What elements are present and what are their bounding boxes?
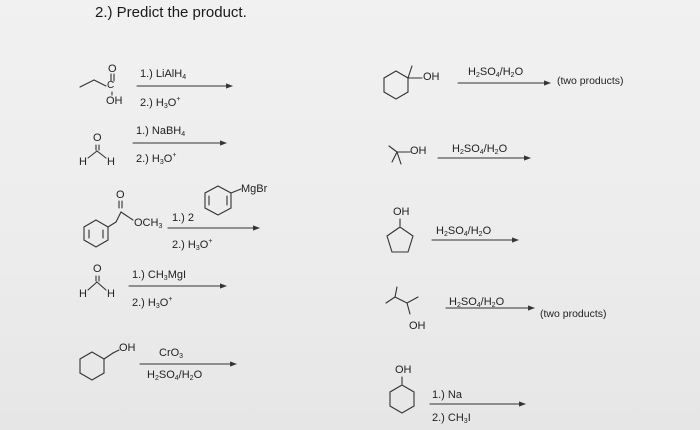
r6-two-products-note: (two products) xyxy=(557,75,624,87)
r6-reagent: H2SO4/H2O xyxy=(468,66,524,80)
r9-reagent: H2SO4/H2O xyxy=(449,296,505,310)
question-title: 2.) Predict the product. xyxy=(95,4,247,21)
r2-step2: 2.) H3O+ xyxy=(136,152,177,166)
r5-reagent-top: CrO3 xyxy=(159,347,184,361)
r7-hydroxyl-oh: OH xyxy=(410,145,427,157)
r3-grignard-label: MgBr xyxy=(241,183,268,195)
r7-reagent: H2SO4/H2O xyxy=(452,143,508,157)
cyclohexanol-structure xyxy=(389,376,415,414)
r5-hydroxyl-oh: OH xyxy=(119,342,136,354)
propanoic-acid-structure xyxy=(79,73,115,96)
phenylmagnesium-bromide-structure xyxy=(204,185,242,216)
r10-step2: 2.) CH3I xyxy=(432,412,471,426)
r3-carbonyl-o: O xyxy=(116,189,125,201)
r1-hydroxyl-oh: OH xyxy=(106,95,123,107)
r1-carbon-c: C xyxy=(107,80,115,91)
r6-hydroxyl-oh: OH xyxy=(423,71,440,83)
r2-step1: 1.) NaBH4 xyxy=(136,125,186,139)
r3-step2: 2.) H3O+ xyxy=(172,238,213,252)
r4-carbonyl-o: O xyxy=(93,263,102,275)
r4-hydrogen-right: H xyxy=(107,288,115,300)
r5-reagent-bottom: H2SO4/H2O xyxy=(147,369,203,383)
r2-hydrogen-left: H xyxy=(79,156,87,168)
r8-reagent: H2SO4/H2O xyxy=(436,225,492,239)
r10-hydroxyl-oh: OH xyxy=(395,364,412,376)
r10-step1: 1.) Na xyxy=(432,389,462,401)
r2-hydrogen-right: H xyxy=(107,156,115,168)
formaldehyde-structure-2 xyxy=(87,275,107,291)
cyclopentanol-structure xyxy=(386,218,414,253)
r4-step2: 2.) H3O+ xyxy=(132,296,173,310)
tert-butanol-structure xyxy=(388,145,411,165)
r4-hydrogen-left: H xyxy=(79,288,87,300)
r9-hydroxyl-oh: OH xyxy=(409,320,426,332)
methylbutanol-structure xyxy=(385,286,419,315)
r2-carbonyl-o: O xyxy=(93,132,102,144)
r3-step1: 1.) 2 xyxy=(172,212,195,224)
cyclohexylmethanol-structure xyxy=(79,349,120,381)
r9-two-products-note: (two products) xyxy=(540,308,607,320)
r1-carbonyl-o: O xyxy=(108,63,117,75)
r8-hydroxyl-oh: OH xyxy=(393,206,410,218)
methylcyclohexanol-structure xyxy=(383,65,423,100)
r3-methoxy: OCH3 xyxy=(134,217,163,231)
formaldehyde-structure-1 xyxy=(87,144,107,159)
r1-step2: 2.) H3O+ xyxy=(140,96,181,110)
methyl-phenylacetate-structure xyxy=(83,200,134,248)
r1-step1: 1.) LiAlH4 xyxy=(140,68,187,82)
r4-step1: 1.) CH3MgI xyxy=(132,269,187,283)
